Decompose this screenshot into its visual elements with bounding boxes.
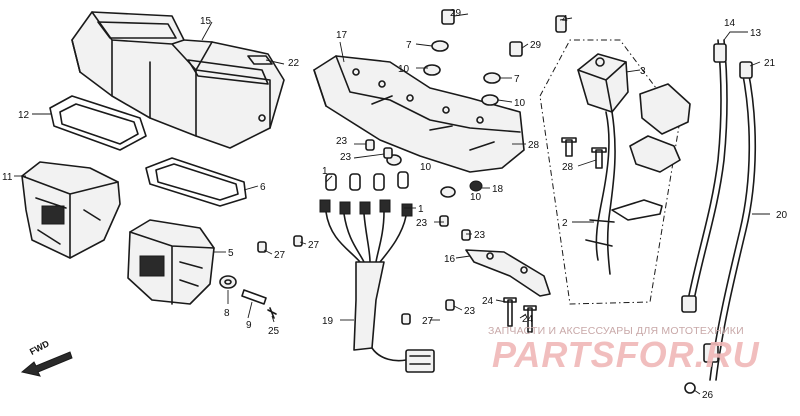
cable-clip: [684, 382, 696, 394]
callout-7-a: 7: [406, 40, 412, 51]
wire-clip: [611, 199, 663, 221]
callout-23-a: 23: [336, 136, 348, 147]
callout-18: 18: [492, 184, 504, 195]
speedometer-unit: [21, 161, 121, 259]
rubber-grommet: [219, 275, 237, 289]
callout-10-b: 10: [514, 98, 526, 109]
callout-3: 3: [640, 66, 646, 77]
callout-11: 11: [2, 172, 13, 183]
callout-28-b: 28: [562, 162, 574, 173]
callout-10-a: 10: [398, 64, 410, 75]
lens-gasket-right: [145, 157, 247, 207]
watermark-logo: PARTSFOR.RU: [492, 334, 760, 375]
assembly-outline: [539, 39, 681, 305]
collar-sleeve: [241, 289, 267, 305]
forward-direction-arrow: [20, 351, 73, 377]
callout-9: 9: [246, 320, 252, 331]
meter-case: [313, 55, 525, 173]
callout-8: 8: [224, 308, 230, 319]
callout-24-a: 24: [482, 296, 494, 307]
callout-14: 14: [724, 18, 736, 29]
callout-13: 13: [750, 28, 762, 39]
bulb-sockets: [319, 171, 413, 217]
ignition-switch: [577, 53, 629, 113]
callout-12: 12: [18, 110, 30, 121]
leader-lines: [14, 13, 770, 395]
callout-1-upper: 1: [322, 166, 328, 177]
callout-27-c: 27: [422, 316, 434, 327]
seal-pad: [247, 55, 273, 65]
mounting-bracket: [465, 249, 551, 297]
tachometer-cable: [681, 39, 728, 313]
callout-29-a: 29: [450, 8, 462, 19]
callout-10-c: 10: [420, 162, 432, 173]
callout-23-b: 23: [340, 152, 352, 163]
callout-21: 21: [764, 58, 776, 69]
wire-harness: [325, 211, 435, 373]
speedometer-cable: [703, 61, 757, 381]
screw-small: [267, 307, 277, 319]
small-hardware: [257, 9, 567, 325]
callout-15: 15: [200, 16, 212, 27]
callout-24-b: 24: [522, 314, 534, 325]
switch-cover: [639, 83, 691, 135]
callout-28-a: 28: [528, 140, 540, 151]
callout-23-c: 23: [416, 218, 428, 229]
callout-19: 19: [322, 316, 334, 327]
callout-29-b: 29: [530, 40, 542, 51]
callout-2: 2: [562, 218, 568, 229]
callout-5: 5: [228, 248, 234, 259]
callout-4: 4: [562, 14, 568, 25]
callout-1-lower: 1: [418, 204, 424, 215]
bolts-24: [503, 297, 537, 333]
screws-28: [561, 137, 607, 169]
callout-7-b: 7: [514, 74, 520, 85]
callout-16: 16: [444, 254, 456, 265]
switch-wiring: [585, 111, 616, 275]
callout-25: 25: [268, 326, 280, 337]
switch-cap: [629, 135, 681, 173]
watermark-caption: ЗАПЧАСТИ И АКСЕССУАРЫ ДЛЯ МОТОТЕХНИКИ: [488, 325, 744, 337]
callout-23-e: 23: [464, 306, 476, 317]
callout-labels: 15 22 12 11 6 5 8 9 25 17 1 1 10 7 29 29…: [2, 8, 788, 401]
tachometer-unit: [127, 219, 215, 305]
callout-27-a: 27: [274, 250, 286, 261]
callout-10-d: 10: [470, 192, 482, 203]
callout-6: 6: [260, 182, 266, 193]
callout-27-b: 27: [308, 240, 320, 251]
lens-gasket-left: [49, 95, 147, 151]
meter-upper-cover: [71, 11, 285, 149]
callout-22: 22: [288, 58, 300, 69]
callout-17: 17: [336, 30, 348, 41]
callout-23-d: 23: [474, 230, 486, 241]
callout-20: 20: [776, 210, 788, 221]
callout-26: 26: [702, 390, 714, 401]
